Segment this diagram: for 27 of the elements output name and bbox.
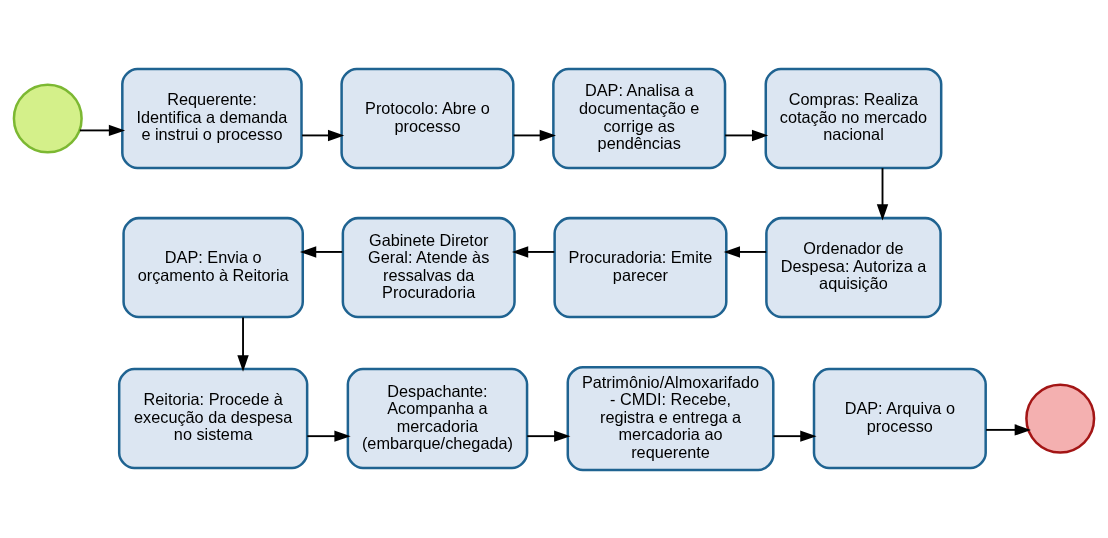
arrow	[511, 245, 556, 258]
node-box: Patrimônio/Almoxarifado - CMDI: Recebe, registra e entrega a mercadoria ao requerente	[566, 365, 775, 471]
node-box: Reitoria: Procede à execução da despesa no sistema	[117, 367, 309, 469]
node-box: Gabinete Diretor Geral: Atende às ressalvas da Procuradoria	[341, 216, 516, 318]
arrow	[876, 166, 889, 220]
arrow	[723, 245, 768, 258]
arrow	[985, 423, 1031, 436]
node-box: Protocolo: Abre o processo	[340, 67, 515, 169]
node-box: DAP: Arquiva o processo	[812, 367, 987, 469]
node-box: Procuradoria: Emite parecer	[553, 216, 728, 318]
arrow	[772, 429, 817, 442]
node-circle	[1025, 383, 1096, 454]
arrow	[299, 245, 344, 258]
arrow	[512, 129, 556, 141]
node-box: DAP: Analisa a documentação e corrige as pendências	[552, 67, 727, 169]
arrow	[301, 129, 345, 141]
arrow	[237, 316, 249, 372]
node-box: Ordenador de Despesa: Autoriza a aquisição	[765, 216, 942, 318]
node-box: Despachante: Acompanha a mercadoria (embarque/chegada)	[346, 367, 529, 469]
arrow	[526, 429, 571, 442]
node-box: Requerente: Identifica a demanda e instrui o processo	[121, 67, 303, 169]
arrow	[724, 129, 769, 141]
arrow	[306, 429, 351, 442]
node-box: DAP: Envia o orçamento à Reitoria	[122, 216, 304, 318]
node-circle	[12, 82, 83, 154]
arrow	[78, 124, 126, 136]
node-box: Compras: Realiza cotação no mercado nacional	[764, 67, 943, 169]
